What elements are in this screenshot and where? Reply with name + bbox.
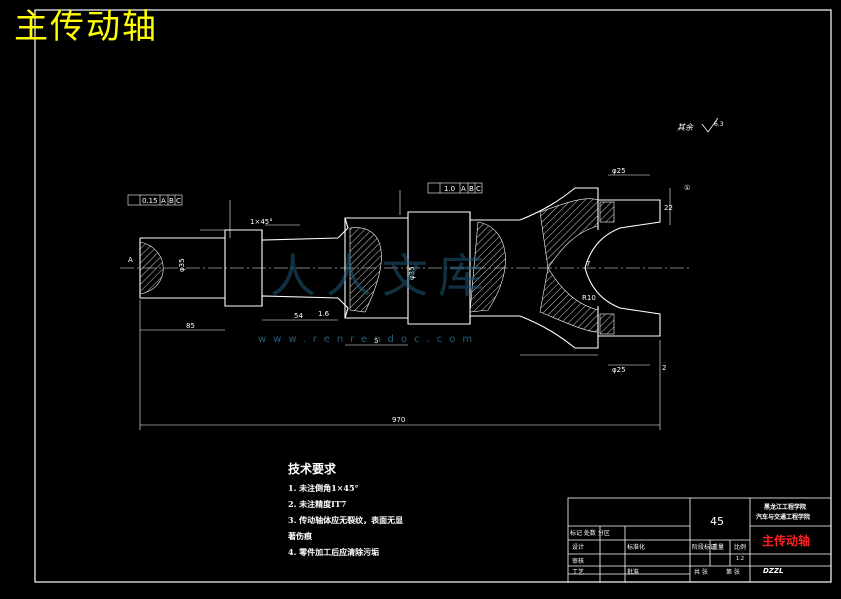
outer-frame: [34, 9, 832, 583]
tolerance-frame-1: [127, 194, 183, 206]
title-block-weight: 重量: [712, 544, 725, 551]
dim-5: 5: [374, 337, 378, 345]
dim-54: 54: [294, 312, 303, 320]
title-block-std: 标准化: [627, 544, 646, 551]
circle-1-label: ①: [684, 184, 690, 192]
title-block-part-name: 主传动轴: [762, 534, 811, 548]
dim-dia-bottom: φ25: [612, 366, 626, 374]
requirement-item: 4. 零件加工后应清除污垢: [288, 547, 380, 557]
title-block-process: 工艺: [572, 569, 585, 576]
page-title: 主传动轴: [14, 7, 158, 47]
requirement-item: 2. 未注精度IT7: [288, 499, 347, 509]
section-hatching: [139, 198, 615, 335]
dim-dia-left: φ35: [178, 258, 186, 272]
dim-overall-length: 970: [392, 416, 405, 424]
dimension-lines: [139, 174, 671, 430]
technical-requirements: 技术要求 1. 未注倒角1×45° 2. 未注精度IT7 3. 传动轴体应无裂纹…: [288, 460, 403, 563]
tolerance-frame-2: [427, 182, 483, 194]
roughness-symbol: [701, 117, 719, 133]
dim-chamfer: 1×45°: [250, 218, 273, 226]
title-block-scale: 比例: [734, 544, 747, 551]
dim-2: 2: [662, 364, 666, 372]
tol-datum-c1: C: [176, 197, 181, 205]
dim-1-6: 1.6: [318, 310, 330, 318]
dim-22: 22: [664, 204, 673, 212]
requirement-item: 著伤痕: [288, 531, 312, 541]
title-block-sheet-num: 第 张: [726, 569, 740, 576]
dim-7: 7: [586, 260, 590, 268]
title-block-design: 设计: [572, 544, 585, 551]
tol-value-2: 1.0: [444, 185, 455, 193]
roughness-value: 6.3: [714, 121, 724, 128]
dim-dia-top: φ25: [612, 167, 626, 175]
tol-value-1: 0.15: [142, 197, 158, 205]
tol-datum-b1: B: [169, 197, 174, 205]
title-block-scale-value: 1:2: [736, 556, 745, 562]
dim-85: 85: [186, 322, 195, 330]
roughness-note: 其余: [677, 123, 694, 132]
title-block-school-1: 黑龙江工程学院: [764, 504, 807, 511]
circle-a-label: A: [128, 256, 133, 264]
title-block: [567, 497, 832, 583]
title-block-material: 45: [710, 515, 724, 528]
tol-datum-a1: A: [161, 197, 166, 205]
title-block-change: 标记 处数 分区: [570, 530, 610, 537]
dim-r10: R10: [582, 294, 596, 302]
requirement-item: 3. 传动轴体应无裂纹，表面无显: [288, 515, 404, 525]
requirements-heading: 技术要求: [288, 462, 337, 476]
dim-dia-mid: φ35: [408, 266, 416, 280]
title-block-school-2: 汽车与交通工程学院: [756, 514, 811, 521]
watermark-url: www.renrendoc.com: [258, 334, 480, 345]
watermark-big: 人人文库: [270, 249, 494, 303]
title-block-stage: 阶段标记: [692, 544, 717, 551]
tol-datum-b2: B: [469, 185, 474, 193]
requirement-item: 1. 未注倒角1×45°: [288, 483, 359, 493]
tol-datum-c2: C: [476, 185, 481, 193]
title-block-code: DZZL: [763, 567, 784, 575]
tol-datum-a2: A: [461, 185, 466, 193]
title-block-check: 审核: [572, 558, 585, 565]
title-block-approve: 批准: [627, 569, 640, 576]
title-block-sheet-total: 共 张: [694, 569, 708, 576]
